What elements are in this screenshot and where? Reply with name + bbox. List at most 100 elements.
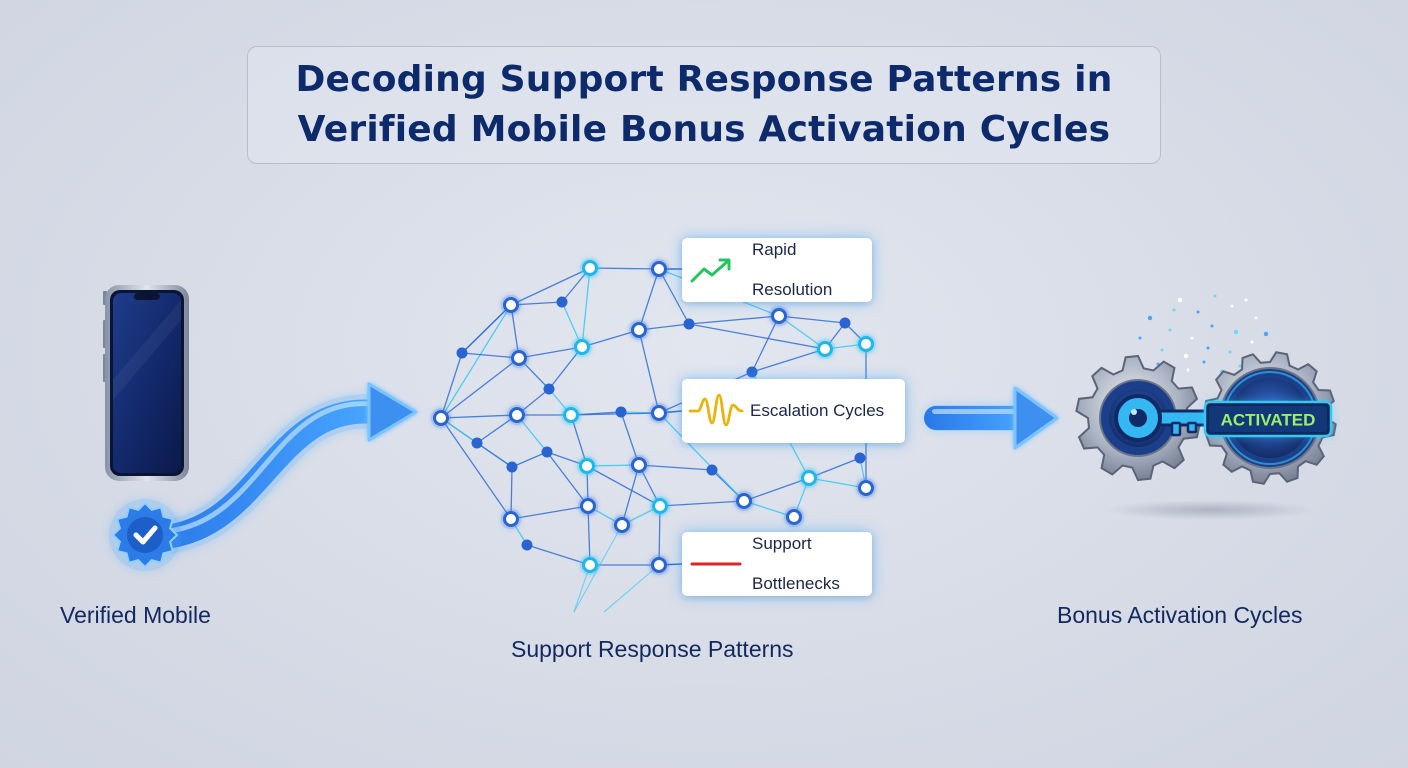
network-node <box>815 339 835 359</box>
sparkle <box>1183 353 1189 359</box>
network-node <box>769 306 789 326</box>
network-edge <box>440 414 518 419</box>
network-edge <box>586 465 661 507</box>
sparkle <box>1233 329 1239 335</box>
network-node <box>649 403 669 423</box>
network-node <box>506 461 518 473</box>
network-edge <box>526 544 591 566</box>
flow-arrow-2 <box>924 386 1059 450</box>
sparkle <box>1186 368 1190 372</box>
activated-badge: ACTIVATED <box>1203 400 1333 438</box>
network-node <box>649 555 669 575</box>
smartphone-icon <box>103 285 189 481</box>
sparkle <box>1244 298 1248 302</box>
pattern-card-rapid-resolution: Rapid Resolution <box>682 238 872 302</box>
network-node <box>839 317 851 329</box>
sparkle <box>1138 336 1142 340</box>
waveform-icon <box>688 393 744 427</box>
pattern-label-line1: Support <box>752 534 812 553</box>
network-edge <box>546 451 589 507</box>
network-node <box>578 496 598 516</box>
network-node <box>501 509 521 529</box>
sparkle <box>1206 346 1210 350</box>
network-edge <box>440 417 512 520</box>
sparkle <box>1190 336 1194 340</box>
activated-badge-text: ACTIVATED <box>1221 411 1316 430</box>
network-edge <box>778 315 846 324</box>
sparkle <box>1160 348 1164 352</box>
network-node <box>683 318 695 330</box>
sparkle <box>1250 340 1254 344</box>
network-node <box>734 491 754 511</box>
network-node <box>572 337 592 357</box>
sparkle <box>1177 297 1183 303</box>
network-edge <box>510 267 591 306</box>
pattern-label-line1: Escalation Cycles <box>750 401 885 420</box>
network-node <box>580 258 600 278</box>
network-node <box>706 464 718 476</box>
network-edge <box>638 268 660 331</box>
title-box: Decoding Support Response Patterns in Ve… <box>247 46 1161 164</box>
network-node <box>509 348 529 368</box>
network-edge <box>589 267 660 270</box>
stage-label-verified-mobile: Verified Mobile <box>60 602 211 628</box>
sparkle <box>1228 350 1232 354</box>
network-node <box>650 496 670 516</box>
network-edge <box>518 346 583 359</box>
sparkle <box>1213 294 1217 298</box>
sparkle <box>1230 304 1234 308</box>
network-graph-icon <box>431 258 876 613</box>
network-node <box>856 334 876 354</box>
network-edge <box>638 464 713 471</box>
network-edge <box>461 304 512 354</box>
network-node <box>556 296 568 308</box>
network-node <box>784 507 804 527</box>
network-node <box>543 383 555 395</box>
network-node <box>799 468 819 488</box>
pattern-label-line2: Bottlenecks <box>752 574 840 593</box>
network-edge <box>743 477 810 502</box>
sparkle <box>1168 328 1172 332</box>
network-edge <box>621 464 640 526</box>
network-node <box>612 515 632 535</box>
network-node <box>856 478 876 498</box>
sparkle <box>1172 308 1176 312</box>
network-node <box>746 366 758 378</box>
network-edge <box>751 315 780 373</box>
network-node <box>541 446 553 458</box>
network-edge <box>510 505 589 520</box>
stage-label-bonus-activation-cycles: Bonus Activation Cycles <box>1057 602 1303 628</box>
network-node <box>507 405 527 425</box>
sparkle <box>1238 364 1242 368</box>
network-node <box>629 455 649 475</box>
network-node <box>649 259 669 279</box>
network-node <box>456 347 468 359</box>
network-node <box>577 456 597 476</box>
network-edge <box>638 329 660 414</box>
network-edge <box>659 500 745 507</box>
network-edge <box>658 412 745 502</box>
network-node <box>471 437 483 449</box>
gears-key-icon: ACTIVATED <box>1075 294 1337 520</box>
network-edge <box>440 352 463 419</box>
network-node <box>561 405 581 425</box>
network-node <box>629 320 649 340</box>
sparkle <box>1196 310 1200 314</box>
trend-up-icon <box>690 258 731 283</box>
network-edge <box>476 442 513 468</box>
sparkle <box>1210 324 1214 328</box>
pattern-card-escalation-cycles: Escalation Cycles <box>682 379 905 443</box>
network-edge <box>751 348 826 373</box>
network-edge <box>440 304 512 419</box>
pattern-label-line2: Resolution <box>752 280 833 299</box>
sparkle-particles <box>1138 294 1269 375</box>
network-node <box>615 406 627 418</box>
network-edge <box>440 357 520 419</box>
network-edge <box>511 451 548 468</box>
network-node <box>854 452 866 464</box>
sparkle <box>1202 360 1206 364</box>
flat-line-icon <box>690 562 742 566</box>
title-line-1: Decoding Support Response Patterns in <box>295 59 1113 100</box>
network-node <box>501 295 521 315</box>
sparkle <box>1263 331 1269 337</box>
